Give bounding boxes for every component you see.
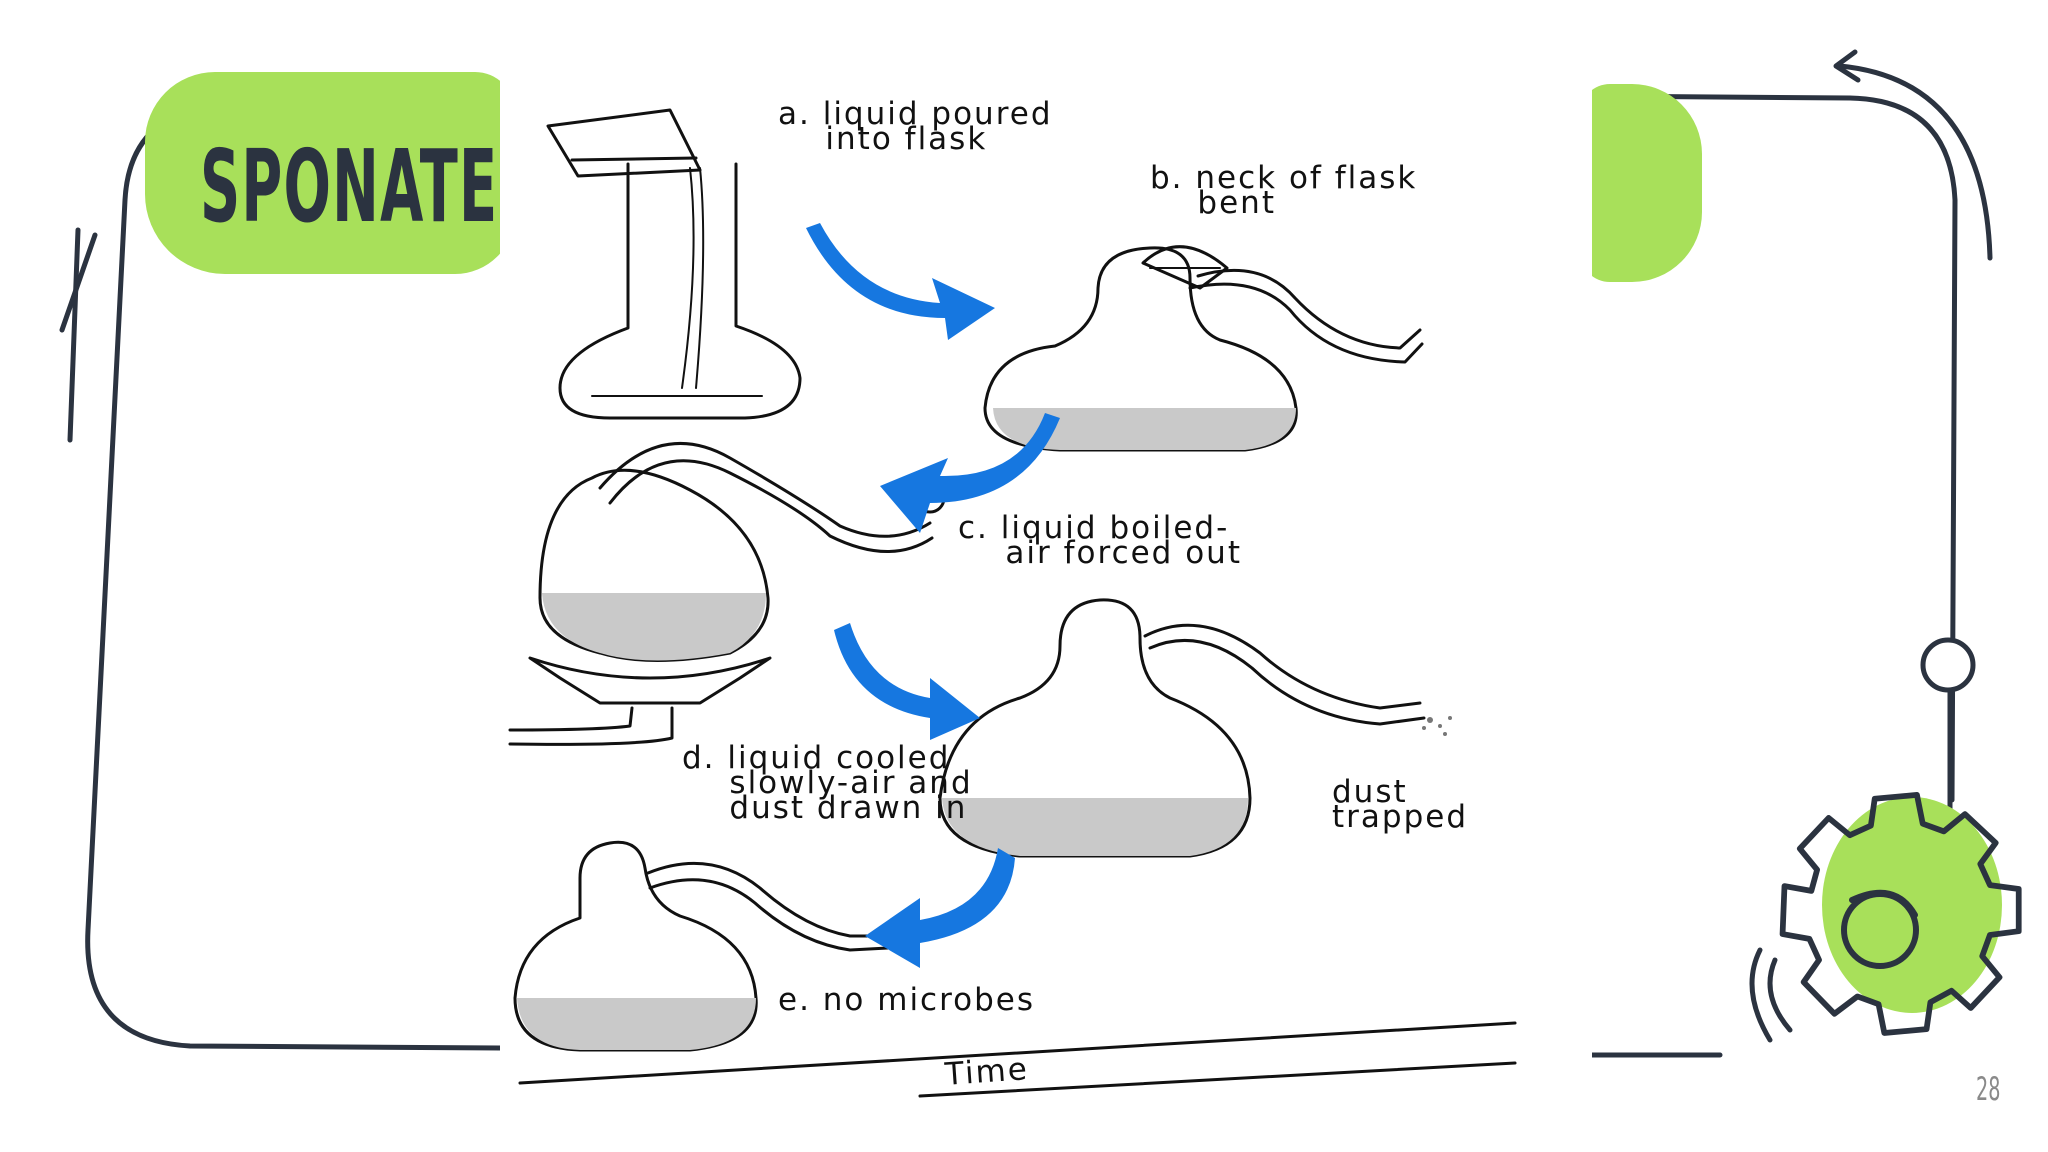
title-highlight (145, 72, 515, 274)
step-c-label: c. liquid boiled- air forced out (958, 510, 1242, 571)
title-highlight-right (1580, 84, 1702, 282)
time-axis-label: Time (943, 1051, 1030, 1093)
step-e-label: e. no microbes (778, 982, 1036, 1018)
slide-title: SPONATEO (200, 128, 547, 245)
arrow-b-c (880, 413, 1060, 533)
flask-d (938, 598, 1426, 858)
experiment-drawing (508, 108, 1517, 1098)
page-number: 28 (1976, 1070, 2001, 1108)
dust-trapped-label: dust trapped (1332, 774, 1469, 835)
arrow-d-e (865, 848, 1015, 968)
arrow-c-d (834, 623, 980, 740)
flask-a (546, 108, 802, 420)
step-d-label: d. liquid cooled slowly-air and dust dra… (682, 740, 973, 826)
flask-b (983, 245, 1424, 452)
step-b-label: b. neck of flask bent (1150, 160, 1418, 221)
arrow-a-b (806, 223, 995, 340)
experiment-figure: a. liquid poured into flask b. neck of f… (500, 78, 1592, 1152)
step-a-label: a. liquid poured into flask (778, 96, 1053, 157)
flask-e (513, 840, 892, 1052)
